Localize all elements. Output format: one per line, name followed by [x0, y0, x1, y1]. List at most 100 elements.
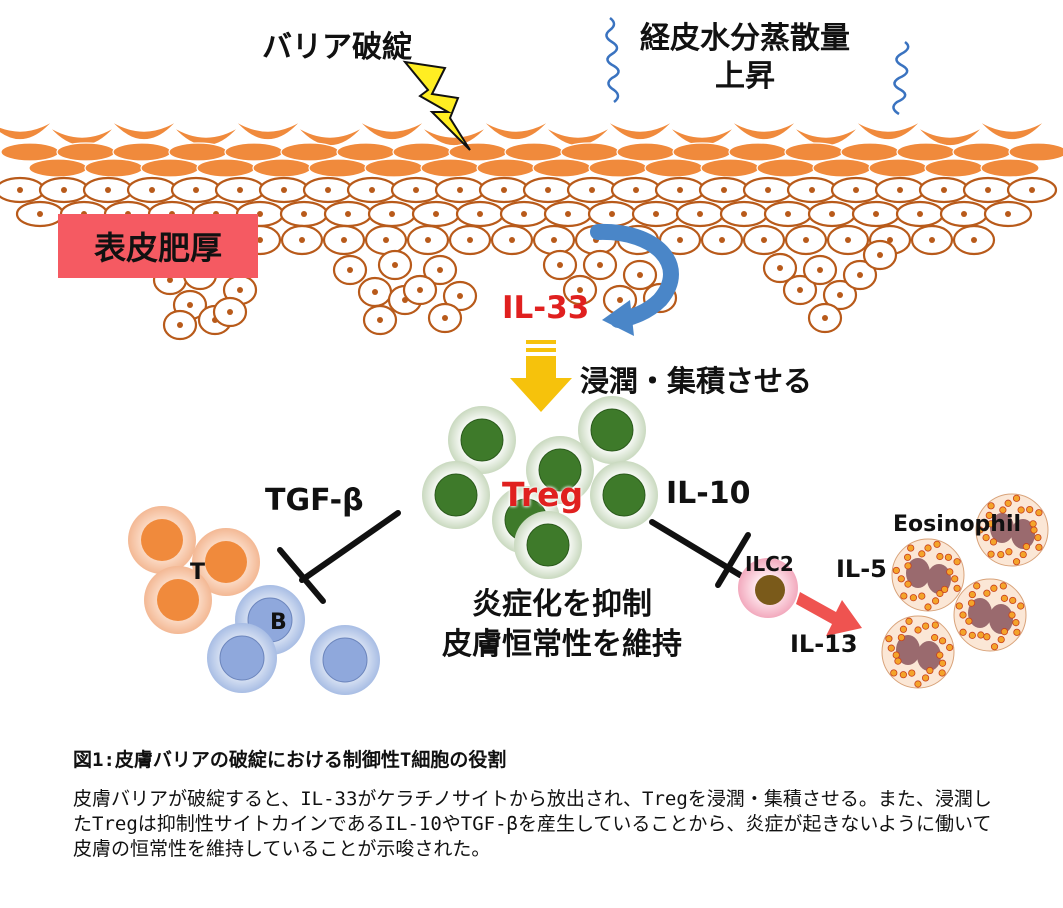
keratinocyte-nucleus	[383, 237, 389, 243]
epidermis-layer	[0, 119, 1063, 341]
granular-cell	[0, 142, 60, 162]
b-cell-label: B	[270, 610, 287, 635]
keratinocyte-nucleus	[521, 211, 527, 217]
keratinocyte-nucleus	[545, 187, 551, 193]
treg-label: Treg	[502, 475, 584, 514]
eosinophil-granule	[1030, 526, 1038, 534]
eosinophil-granule	[890, 669, 898, 677]
keratinocyte-nucleus	[785, 211, 791, 217]
eosinophil-granule	[987, 502, 995, 510]
treg-nucleus	[526, 523, 570, 567]
eosinophil-granule	[999, 582, 1007, 590]
keratinocyte-nucleus	[345, 211, 351, 217]
granular-cell	[588, 158, 648, 178]
barrier-breakdown-label: バリア破綻	[262, 30, 412, 65]
eosinophil-granule	[922, 622, 930, 630]
keratinocyte-nucleus	[509, 237, 515, 243]
eosinophil-granule	[899, 671, 907, 679]
eosinophil-granule	[936, 552, 944, 561]
eosinophil-granule	[938, 637, 947, 645]
eosinophil-granule	[1022, 543, 1031, 551]
keratinocyte-nucleus	[105, 187, 111, 193]
eosinophil-granule	[918, 592, 926, 600]
eosinophil-granule	[1012, 558, 1021, 566]
keratinocyte-nucleus	[425, 237, 431, 243]
figure-caption-title: 図1:皮膚バリアの破綻における制御性T細胞の役割	[73, 749, 507, 771]
keratinocyte-nucleus	[897, 187, 903, 193]
corneocyte	[0, 119, 55, 141]
eosinophil-granule	[933, 540, 941, 548]
eosinophil-granule	[918, 550, 926, 558]
eosinophil-granule	[909, 594, 917, 602]
keratinocyte-nucleus	[257, 237, 263, 243]
eosinophil-granule	[946, 643, 954, 652]
keratinocyte-nucleus	[853, 187, 859, 193]
eosinophil-granule	[938, 659, 947, 667]
eosinophil-granule	[899, 625, 908, 633]
keratinocyte-nucleus	[887, 237, 893, 243]
eosinophil-granule	[999, 506, 1007, 514]
keratinocyte-nucleus	[442, 315, 448, 321]
keratinocyte-nucleus	[929, 237, 935, 243]
eosinophil-granule	[936, 651, 944, 659]
keratinocyte-nucleus	[941, 187, 947, 193]
eosinophil-lobe	[896, 635, 920, 665]
corneocyte	[853, 119, 923, 141]
keratinocyte-nucleus	[372, 289, 378, 295]
eosinophil-granule	[907, 544, 915, 552]
granular-cell	[1008, 142, 1063, 162]
keratinocyte-nucleus	[257, 211, 263, 217]
corneocyte	[543, 125, 613, 147]
eosinophil-granule	[951, 575, 959, 583]
corneocyte	[729, 119, 799, 141]
eosinophil-granule	[897, 575, 905, 583]
eosinophil-granule	[887, 644, 895, 652]
eosinophil-granule	[968, 631, 976, 639]
eosinophil-group	[881, 493, 1049, 689]
il10-label: IL-10	[666, 476, 751, 511]
granular-cell	[840, 142, 900, 162]
keratinocyte-nucleus	[227, 309, 233, 315]
keratinocyte-nucleus	[719, 237, 725, 243]
keratinocyte-nucleus	[985, 187, 991, 193]
treg-nucleus	[434, 473, 478, 517]
keratinocyte-nucleus	[413, 187, 419, 193]
keratinocyte-nucleus	[817, 267, 823, 273]
eosinophil-granule	[941, 585, 949, 594]
keratinocyte-nucleus	[433, 211, 439, 217]
eosinophil-lobe	[990, 513, 1014, 543]
keratinocyte-nucleus	[741, 211, 747, 217]
eosinophil-granule	[904, 580, 912, 588]
granular-cell	[168, 142, 228, 162]
eosinophil-granule	[967, 599, 976, 607]
il33-label: IL-33	[502, 290, 590, 326]
lymphocyte-group	[128, 506, 380, 695]
treg-nucleus	[460, 418, 504, 462]
keratinocyte-nucleus	[857, 272, 863, 278]
eosinophil-granule	[976, 526, 984, 534]
t-cell-label: T	[190, 560, 206, 585]
tewl-line-1: 経皮水分蒸散量	[640, 21, 850, 56]
eosinophil-granule	[905, 617, 913, 625]
eosinophil-granule	[1000, 628, 1008, 636]
corneocyte	[977, 119, 1047, 141]
eosinophil-granule	[904, 553, 912, 561]
granular-cell	[28, 158, 88, 178]
keratinocyte-nucleus	[61, 187, 67, 193]
eosinophil-granule	[1008, 611, 1016, 619]
eosinophil-granule	[989, 538, 998, 546]
eosinophil-granule	[953, 558, 961, 566]
eosinophil-granule	[1012, 494, 1021, 502]
granular-cell	[280, 142, 340, 162]
eosinophil-granule	[1012, 619, 1020, 627]
eosinophil-granule	[931, 634, 939, 642]
keratinocyte-nucleus	[177, 322, 183, 328]
tgf-beta-label: TGF-β	[265, 483, 364, 518]
keratinocyte-nucleus	[809, 187, 815, 193]
granular-cell	[616, 142, 676, 162]
keratinocyte-nucleus	[877, 252, 883, 258]
t-cell-nucleus	[141, 519, 183, 561]
tewl-label: 経皮水分蒸散量 上昇	[640, 20, 850, 96]
keratinocyte-nucleus	[1005, 211, 1011, 217]
epidermal-thickening-label: 表皮肥厚	[93, 229, 222, 267]
